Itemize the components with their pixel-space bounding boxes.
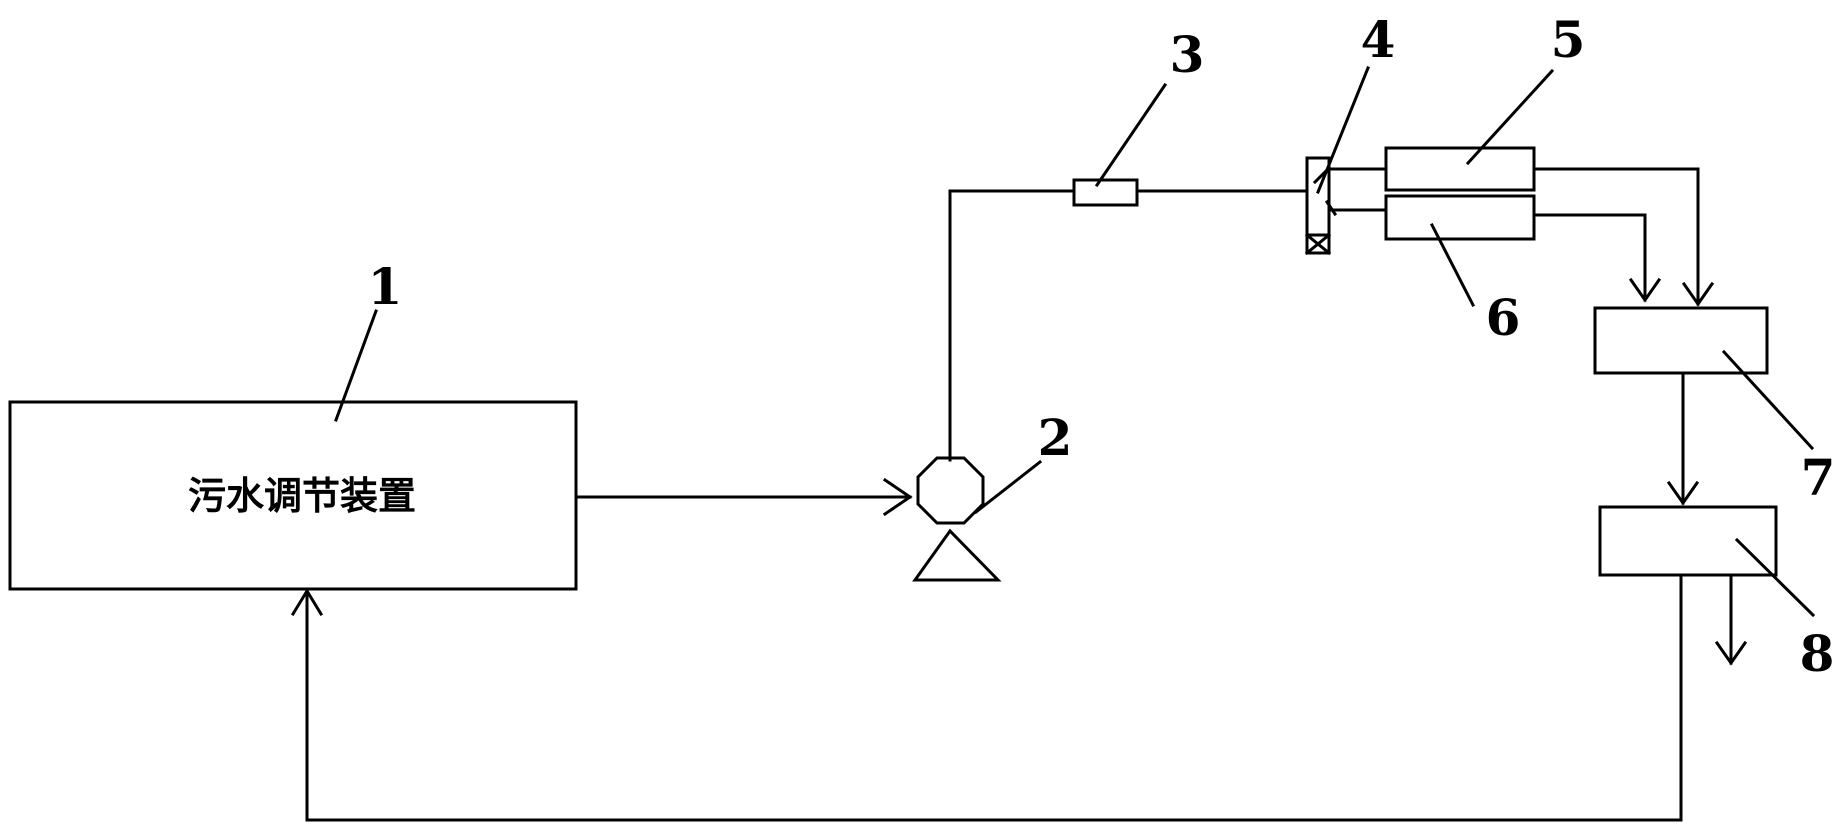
pipe-pump-to-meter (948, 189, 1076, 462)
label-6: 6 (1485, 288, 1521, 347)
label-4: 4 (1360, 10, 1396, 69)
pump (912, 456, 1002, 582)
leader-line-5 (1465, 68, 1555, 166)
pump-body (916, 456, 985, 525)
label-7: 7 (1800, 448, 1836, 507)
leader-line-7 (1721, 349, 1815, 451)
sewage-tank-label: 污水调节装置 (187, 474, 417, 518)
leader-line-1 (334, 309, 378, 422)
leader-line-2 (973, 459, 1043, 515)
leader-line-8 (1734, 537, 1816, 618)
pipe-membrane-5-to-tank-7 (1532, 167, 1700, 306)
label-5: 5 (1550, 10, 1586, 69)
membrane-module-6 (1384, 194, 1536, 241)
label-2: 2 (1037, 408, 1073, 467)
distribution-valve (1304, 156, 1338, 256)
pump-base (912, 528, 1002, 582)
arrowhead-6-into-7 (1628, 277, 1662, 303)
return-arrowhead (290, 588, 324, 617)
return-pipe (305, 573, 1683, 822)
leader-line-3 (1094, 82, 1168, 188)
arrowhead-into-8 (1666, 480, 1700, 506)
valve-mark-lower (1324, 199, 1338, 217)
discharge-arrowhead (1714, 640, 1748, 666)
label-1: 1 (367, 257, 403, 316)
membrane-module-5 (1384, 146, 1536, 192)
leader-line-6 (1429, 222, 1476, 308)
valve-cross-b (1304, 232, 1332, 256)
leader-line-4 (1316, 66, 1370, 194)
flow-meter (1072, 178, 1139, 207)
final-tank (1598, 505, 1778, 577)
arrowhead-5-into-7 (1681, 281, 1715, 307)
intermediate-tank (1593, 306, 1769, 375)
arrowhead-into-pump (882, 477, 913, 517)
pipe-membrane-6-to-tank-7 (1532, 213, 1647, 302)
label-8: 8 (1799, 624, 1835, 683)
label-3: 3 (1169, 25, 1205, 84)
